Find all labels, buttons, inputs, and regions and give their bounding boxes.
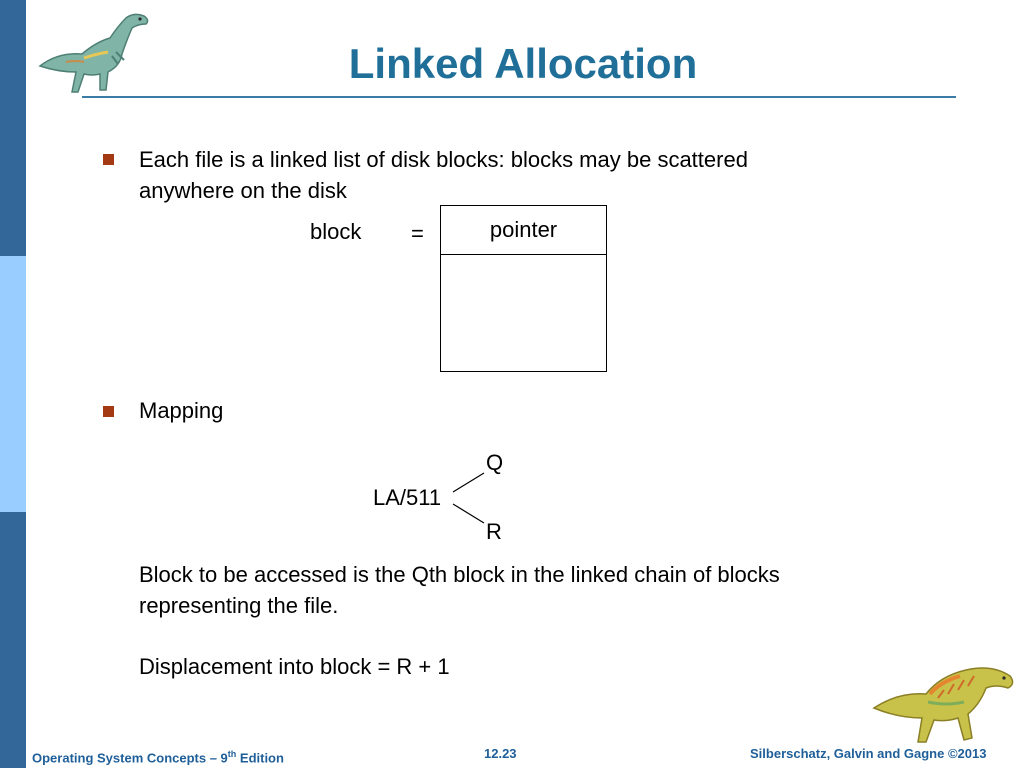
footer-copyright: Silberschatz, Galvin and Gagne ©2013 (750, 746, 987, 761)
block-label: block (310, 219, 362, 244)
block-diagram-box: pointer (440, 205, 607, 372)
equals-sign: = (411, 221, 424, 246)
mapping-remainder: R (486, 519, 502, 544)
side-strip-top (0, 0, 26, 256)
bullet-text-line: anywhere on the disk (139, 178, 347, 203)
block-divider (441, 254, 606, 255)
explanation-line: representing the file. (139, 593, 339, 618)
mapping-dividend: LA/511 (373, 485, 442, 510)
mapping-quotient: Q (486, 450, 504, 475)
bullet-text-line: Each file is a linked list of disk block… (139, 147, 748, 172)
footer-book-title: Operating System Concepts – 9th Edition (32, 749, 284, 766)
footer-page-number: 12.23 (484, 746, 517, 761)
bullet-marker (103, 406, 114, 417)
dinosaur-icon (38, 13, 149, 93)
side-strip-middle (0, 256, 26, 512)
mapping-branch-lines (452, 472, 485, 524)
pointer-label: pointer (489, 217, 558, 242)
title-divider (82, 96, 956, 98)
bullet-text-line: Mapping (139, 398, 224, 423)
explanation-line: Block to be accessed is the Qth block in… (139, 562, 780, 587)
side-strip-bottom (0, 512, 26, 768)
page-title: Linked Allocation (348, 40, 698, 87)
bullet-marker (103, 154, 114, 165)
displacement-line: Displacement into block = R + 1 (139, 654, 450, 679)
dinosaur-icon (872, 667, 1014, 743)
